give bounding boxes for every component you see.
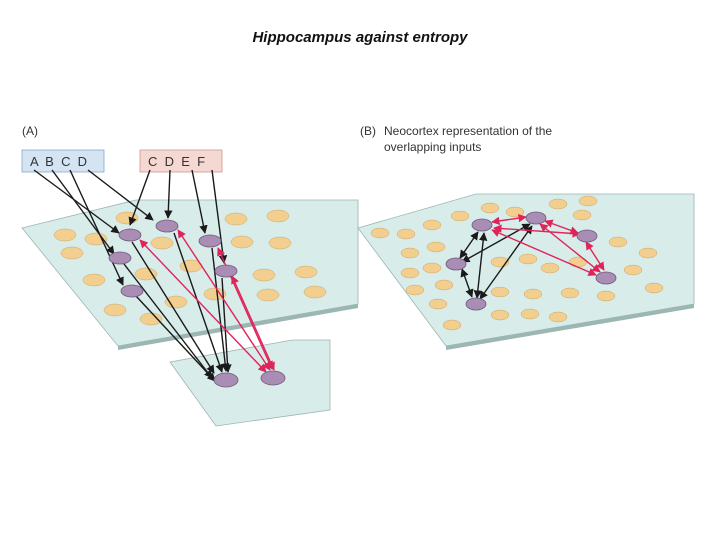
cell	[505, 206, 525, 218]
cell	[450, 210, 470, 222]
panel-b-caption-1: Neocortex representation of the	[384, 124, 552, 138]
arrow-a-to-node	[33, 169, 120, 234]
cell	[303, 285, 327, 299]
panel-b: (B) Neocortex representation of the over…	[357, 124, 695, 350]
cell	[490, 286, 510, 298]
cell	[256, 288, 280, 302]
cell	[548, 311, 568, 323]
arrow-c-to-node	[69, 169, 124, 286]
arrow-d-to-node	[87, 169, 154, 221]
input-box-cdef	[139, 149, 223, 173]
cell	[568, 256, 588, 268]
input-box-abcd	[21, 149, 105, 173]
node	[198, 234, 222, 248]
hippo-node	[260, 370, 286, 386]
cell	[396, 228, 416, 240]
cell	[103, 303, 127, 317]
neocortex-plane-b-edge	[446, 304, 694, 350]
cells-plane-b	[370, 195, 664, 331]
panel-b-caption-2: overlapping inputs	[384, 140, 481, 154]
node	[108, 251, 132, 265]
cell	[596, 290, 616, 302]
nodes-plane-b	[445, 211, 617, 311]
cell	[82, 273, 106, 287]
cell	[230, 235, 254, 249]
hippocampus-plane	[169, 339, 331, 427]
cell	[134, 267, 158, 281]
cell	[442, 319, 462, 331]
nodes-plane-a	[108, 219, 286, 388]
cell	[266, 209, 290, 223]
node	[214, 264, 238, 278]
arrow-node-node	[585, 241, 605, 271]
cell	[422, 219, 442, 231]
cell	[400, 267, 420, 279]
node	[465, 297, 487, 311]
cell	[139, 312, 163, 326]
cell	[426, 241, 446, 253]
arrow-e-to-node	[191, 169, 208, 234]
node	[118, 228, 142, 242]
cell	[400, 247, 420, 259]
cell	[294, 265, 318, 279]
cell	[520, 308, 540, 320]
cell	[560, 287, 580, 299]
panel-b-label: (B)	[360, 124, 376, 138]
cell	[623, 264, 643, 276]
cell	[518, 253, 538, 265]
arrow-hippo-to-node	[231, 275, 275, 371]
arrow-node-node	[491, 213, 527, 226]
input-label-cdef: C D E F	[148, 154, 205, 169]
cell	[578, 195, 598, 207]
cell	[60, 246, 84, 260]
cell	[164, 295, 188, 309]
arrow-b-to-node	[51, 169, 115, 255]
cell	[370, 227, 390, 239]
cell	[548, 198, 568, 210]
node	[576, 229, 598, 243]
cell	[638, 247, 658, 259]
slide-title: Hippocampus against entropy	[252, 29, 468, 46]
node	[525, 211, 547, 225]
node	[155, 219, 179, 233]
cell	[644, 282, 664, 294]
node	[120, 284, 144, 298]
hippo-node	[213, 372, 239, 388]
cell	[252, 268, 276, 282]
cell	[523, 288, 543, 300]
cell	[224, 212, 248, 226]
input-label-abcd: A B C D	[30, 154, 87, 169]
cell	[150, 236, 174, 250]
node	[595, 271, 617, 285]
cell	[480, 202, 500, 214]
overlap-arrows-b	[491, 213, 605, 276]
cell	[540, 262, 560, 274]
panel-a: (A) A B C D C D E F	[21, 124, 359, 427]
panel-a-label: (A)	[22, 124, 38, 138]
cell	[53, 228, 77, 242]
arrow-node-node	[460, 268, 474, 298]
cell	[422, 262, 442, 274]
cell	[490, 309, 510, 321]
cell	[405, 284, 425, 296]
cell	[608, 236, 628, 248]
cell	[268, 236, 292, 250]
arrow-c2-to-node	[128, 169, 151, 226]
node	[445, 257, 467, 271]
cell	[434, 279, 454, 291]
arrow-d2-to-node	[164, 169, 173, 219]
cell	[428, 298, 448, 310]
node	[471, 218, 493, 232]
cell	[572, 209, 592, 221]
